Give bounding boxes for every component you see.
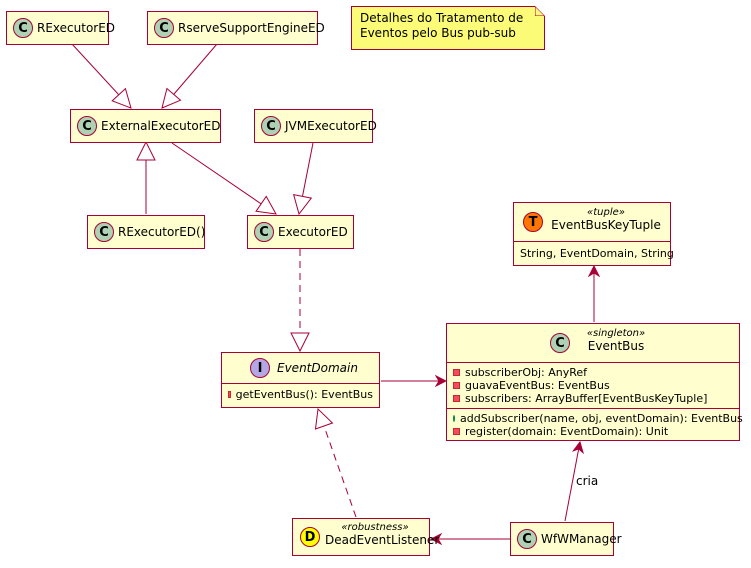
- edge-external-to-executor: [171, 142, 276, 214]
- interface-name: EventDomain: [277, 361, 358, 375]
- class-name: RserveSupportEngineED: [178, 21, 325, 35]
- stereotype-label: «tuple»: [587, 207, 625, 218]
- class-icon: C: [77, 116, 97, 136]
- class-wfwmanager: C WfWManager: [510, 522, 622, 556]
- class-icon: C: [94, 222, 114, 242]
- class-jvmexecutored: C JVMExecutorED: [254, 109, 377, 143]
- field-subscribers: subscribers: ArrayBuffer[EventBusKeyTupl…: [453, 392, 733, 405]
- class-rservesupportengineed: C RserveSupportEngineED: [147, 11, 325, 45]
- class-externalexecutored: C ExternalExecutorED: [70, 109, 221, 143]
- tuple-icon: T: [523, 212, 543, 232]
- edge-label-cria: cria: [576, 474, 599, 488]
- robustness-icon: D: [300, 527, 320, 547]
- method-geteventbus: getEventBus(): EventBus: [228, 388, 373, 401]
- class-eventbuskeytuple: T «tuple» EventBusKeyTuple String, Event…: [513, 202, 674, 266]
- edge-wfw-to-eventbus: [564, 442, 580, 522]
- class-name: ExecutorED: [278, 225, 348, 239]
- private-visibility-icon: [453, 382, 460, 389]
- class-icon: C: [13, 18, 33, 38]
- note-fold-corner: [535, 6, 545, 16]
- class-name: JVMExecutorED: [285, 119, 377, 133]
- class-icon: C: [517, 529, 537, 549]
- private-visibility-icon: [453, 369, 460, 376]
- note-line-2: Eventos pelo Bus pub-sub: [360, 26, 516, 40]
- stereotype-label: «singleton»: [586, 328, 646, 339]
- class-name: DeadEventListener: [325, 533, 440, 547]
- class-rexecutored: C RExecutorED: [6, 11, 115, 45]
- edge-dead-to-eventdomain: [318, 409, 357, 518]
- method-register: register(domain: EventDomain): Unit: [453, 425, 733, 438]
- class-name: WfWManager: [541, 532, 622, 546]
- private-visibility-icon: [453, 428, 460, 435]
- stereotype-label: «robustness»: [341, 522, 409, 533]
- class-name: RExecutorED: [37, 21, 116, 35]
- edge-rserve-to-external: [162, 43, 218, 108]
- class-rexecutored-instance: C RExecutorED(): [87, 215, 205, 249]
- class-name: EventBusKeyTuple: [551, 218, 661, 232]
- interface-eventdomain: I EventDomain getEventBus(): EventBus: [221, 352, 380, 408]
- class-icon: C: [154, 18, 174, 38]
- edge-rexecutored-to-external: [71, 43, 131, 108]
- tuple-field: String, EventDomain, String: [520, 247, 674, 260]
- class-name: ExternalExecutorED: [101, 119, 221, 133]
- class-eventbus: C «singleton» EventBus subscriberObj: An…: [446, 323, 743, 441]
- class-executored: C ExecutorED: [247, 215, 354, 249]
- note-line-1: Detalhes do Tratamento de: [360, 11, 524, 25]
- class-icon: C: [254, 222, 274, 242]
- class-icon: C: [261, 116, 281, 136]
- diagram-note: Detalhes do Tratamento de Eventos pelo B…: [351, 6, 545, 50]
- field-guavaeventbus: guavaEventBus: EventBus: [453, 379, 733, 392]
- private-visibility-icon: [228, 391, 231, 398]
- public-visibility-icon: [453, 415, 455, 422]
- class-name: EventBus: [587, 339, 645, 353]
- interface-icon: I: [250, 358, 270, 378]
- method-addsubscriber: addSubscriber(name, obj, eventDomain): E…: [453, 412, 743, 425]
- edge-jvm-to-executor: [299, 142, 314, 214]
- class-deadeventlistener: D «robustness» DeadEventListener: [292, 518, 440, 556]
- class-name: RExecutorED(): [118, 225, 206, 239]
- private-visibility-icon: [453, 395, 460, 402]
- field-subscriberobj: subscriberObj: AnyRef: [453, 366, 733, 379]
- class-icon: C: [550, 333, 570, 353]
